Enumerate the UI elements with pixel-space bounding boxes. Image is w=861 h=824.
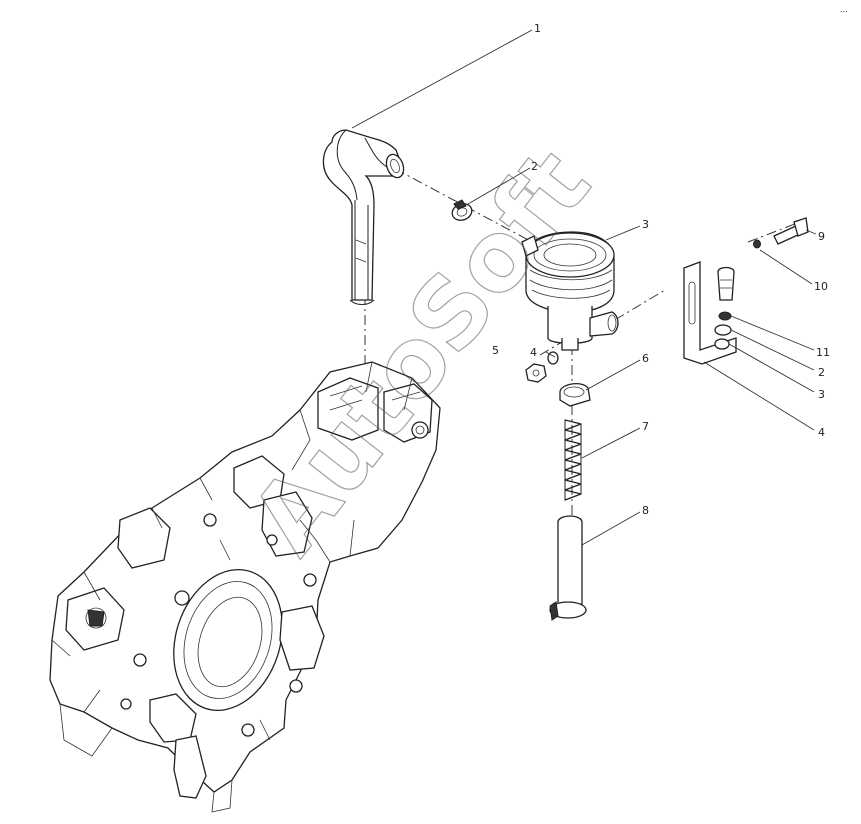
callout-3-bracket: 3 bbox=[818, 388, 825, 401]
callout-3-filter: 3 bbox=[642, 218, 649, 231]
part-clip bbox=[559, 382, 591, 407]
callout-2-hose-clamp: 2 bbox=[531, 160, 538, 173]
callout-8: 8 bbox=[642, 504, 649, 517]
leader-lines bbox=[351, 29, 817, 546]
part-drain-tube bbox=[549, 515, 587, 621]
callout-9: 9 bbox=[818, 230, 825, 243]
callout-1: 1 bbox=[534, 22, 541, 35]
part-engine-housing bbox=[49, 361, 441, 813]
part-spring bbox=[564, 419, 582, 501]
callout-4-nut: 4 bbox=[530, 346, 537, 359]
callout-11: 11 bbox=[816, 346, 830, 359]
callout-5: 5 bbox=[492, 344, 499, 357]
callout-6: 6 bbox=[642, 352, 649, 365]
callout-labels: 1 2 3 4 5 6 7 8 9 10 11 2 3 4 ... bbox=[492, 5, 848, 517]
callout-7: 7 bbox=[642, 420, 649, 433]
part-hose-clamp bbox=[451, 199, 473, 221]
corner-mark: ... bbox=[840, 5, 848, 14]
part-nut-washer bbox=[525, 351, 559, 383]
callout-4-bracket: 4 bbox=[818, 426, 825, 439]
callout-10: 10 bbox=[814, 280, 828, 293]
part-filter-housing bbox=[521, 231, 619, 351]
callout-2-bracket: 2 bbox=[818, 366, 825, 379]
part-hose-pipe bbox=[322, 129, 405, 305]
part-bracket bbox=[683, 217, 809, 365]
